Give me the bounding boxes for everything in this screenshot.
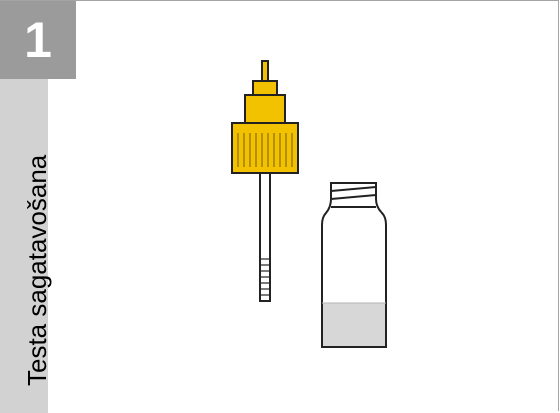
step-number-badge: 1: [0, 1, 76, 79]
dropper-tip: [261, 60, 269, 84]
vial-liquid: [322, 303, 386, 347]
dropper-neck-lower: [244, 94, 286, 124]
vial-thread-1: [330, 186, 377, 192]
pipette-graduations: [260, 258, 270, 296]
pipette-tube: [259, 172, 271, 302]
vial-thread-2: [330, 194, 377, 200]
dropper-cap: [231, 122, 299, 174]
vial-body: [321, 182, 387, 348]
dropper-neck: [252, 80, 278, 96]
vial-illustration: [321, 182, 387, 348]
side-label-strip: [0, 79, 48, 413]
dropper-cap-illustration: [231, 60, 299, 302]
cap-ridges: [237, 133, 293, 167]
